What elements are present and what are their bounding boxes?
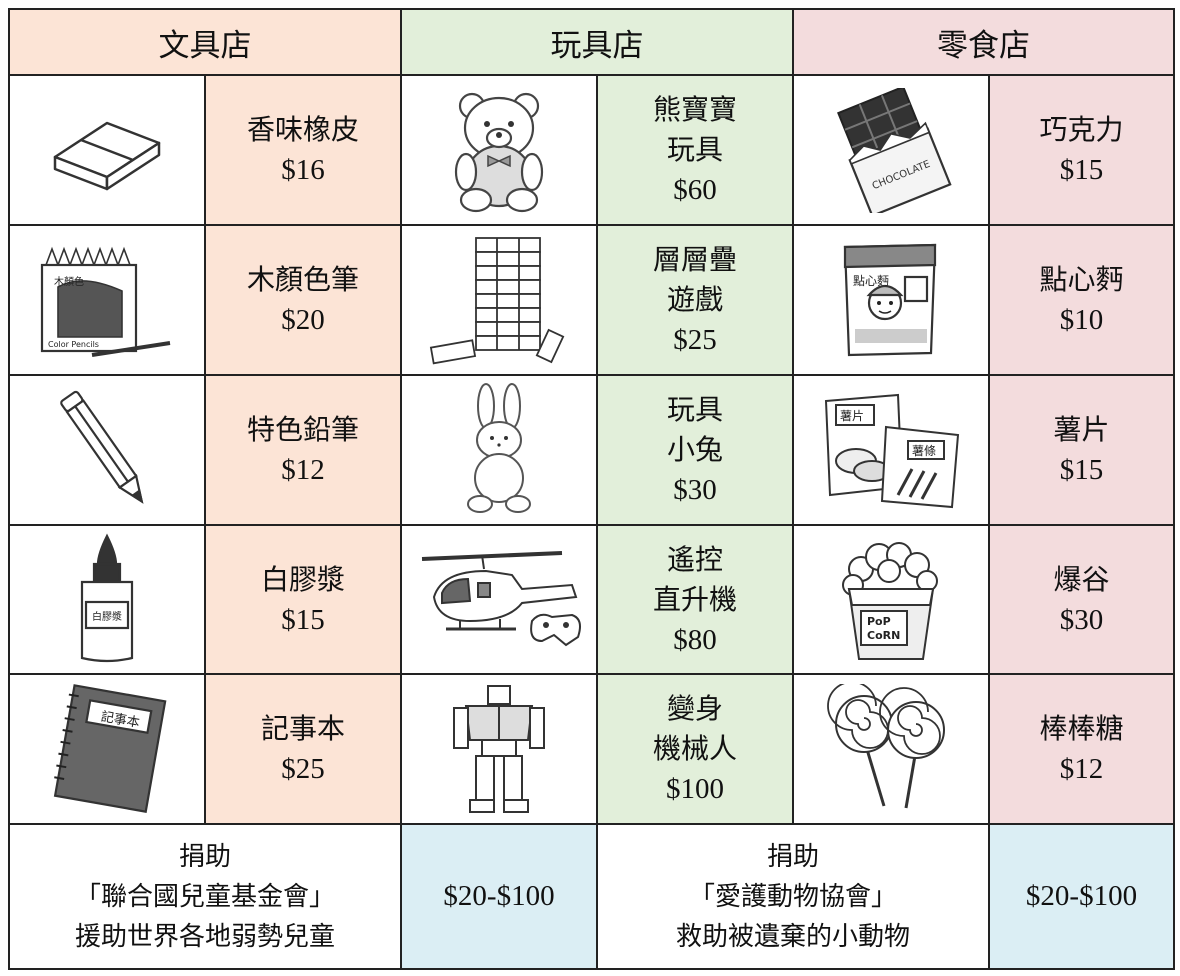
- svg-text:木顏色: 木顏色: [54, 275, 84, 288]
- donation-animal-protection-amount: $20-$100: [988, 823, 1175, 970]
- item-snack-noodles: 點心麪 $10: [988, 223, 1175, 376]
- svg-text:CoRN: CoRN: [867, 629, 900, 642]
- glue-bottle-image: 白膠漿: [8, 523, 206, 676]
- color-pencils-icon: 木顏色 Color Pencils: [40, 246, 171, 357]
- eraser-icon: [53, 121, 161, 191]
- teddy-bear-image: [400, 74, 598, 226]
- notebook-icon: 記事本: [53, 684, 167, 814]
- svg-text:薯條: 薯條: [912, 444, 936, 458]
- donation-animal-protection: 捐助 「愛護動物協會」 救助被遺棄的小動物: [596, 823, 990, 970]
- glue-bottle-icon: 白膠漿: [80, 533, 134, 663]
- shop-price-table: 文具店 玩具店 零食店 香味橡皮 $16: [8, 7, 1175, 970]
- svg-text:PoP: PoP: [867, 615, 891, 628]
- item-chocolate: 巧克力 $15: [988, 74, 1175, 226]
- item-chips: 薯片 $15: [988, 373, 1175, 526]
- popcorn-image: PoP CoRN: [792, 523, 990, 676]
- item-glue: 白膠漿 $15: [204, 523, 402, 676]
- snack-noodles-icon: 點心麪: [843, 244, 937, 357]
- item-popcorn: 爆谷 $30: [988, 523, 1175, 676]
- color-pencils-image: 木顏色 Color Pencils: [8, 223, 206, 376]
- item-teddy-bear: 熊寶寶 玩具 $60: [596, 74, 794, 226]
- item-rabbit-toy: 玩具 小兔 $30: [596, 373, 794, 526]
- notebook-image: 記事本: [8, 673, 206, 826]
- donation-unicef: 捐助 「聯合國兒童基金會」 援助世界各地弱勢兒童: [8, 823, 402, 970]
- svg-text:記事本: 記事本: [100, 709, 141, 732]
- pencil-icon: [60, 391, 144, 504]
- snack-noodles-image: 點心麪: [792, 223, 990, 376]
- robot-image: [400, 673, 598, 826]
- donation-unicef-amount: $20-$100: [400, 823, 598, 970]
- teddy-bear-icon: [454, 92, 544, 212]
- helicopter-image: [400, 523, 598, 676]
- item-robot: 變身 機械人 $100: [596, 673, 794, 826]
- chips-image: 薯片 薯條: [792, 373, 990, 526]
- chips-icon: 薯片 薯條: [824, 394, 960, 509]
- item-color-pencils: 木顏色筆 $20: [204, 223, 402, 376]
- item-pencil: 特色鉛筆 $12: [204, 373, 402, 526]
- header-toy-shop: 玩具店: [400, 7, 794, 77]
- svg-text:白膠漿: 白膠漿: [92, 610, 122, 623]
- helicopter-icon: [421, 550, 581, 646]
- lollipop-icon: [827, 684, 945, 809]
- lollipop-image: [792, 673, 990, 826]
- rabbit-toy-icon: [467, 383, 531, 514]
- item-eraser: 香味橡皮 $16: [204, 74, 402, 226]
- popcorn-icon: PoP CoRN: [842, 541, 938, 660]
- eraser-image: [8, 74, 206, 226]
- item-stacking-blocks: 層層疊 遊戲 $25: [596, 223, 794, 376]
- pencil-image: [8, 373, 206, 526]
- stacking-blocks-icon: [429, 237, 565, 365]
- robot-icon: [453, 684, 545, 813]
- rabbit-toy-image: [400, 373, 598, 526]
- header-stationery-shop: 文具店: [8, 7, 402, 77]
- svg-text:點心麪: 點心麪: [853, 274, 889, 288]
- svg-text:薯片: 薯片: [840, 409, 864, 423]
- item-notebook: 記事本 $25: [204, 673, 402, 826]
- header-snack-shop: 零食店: [792, 7, 1175, 77]
- item-lollipop: 棒棒糖 $12: [988, 673, 1175, 826]
- stacking-blocks-image: [400, 223, 598, 376]
- svg-text:Color Pencils: Color Pencils: [48, 340, 99, 349]
- chocolate-image: CHOCOLATE: [792, 74, 990, 226]
- item-helicopter: 遙控 直升機 $80: [596, 523, 794, 676]
- chocolate-icon: CHOCOLATE: [837, 87, 952, 213]
